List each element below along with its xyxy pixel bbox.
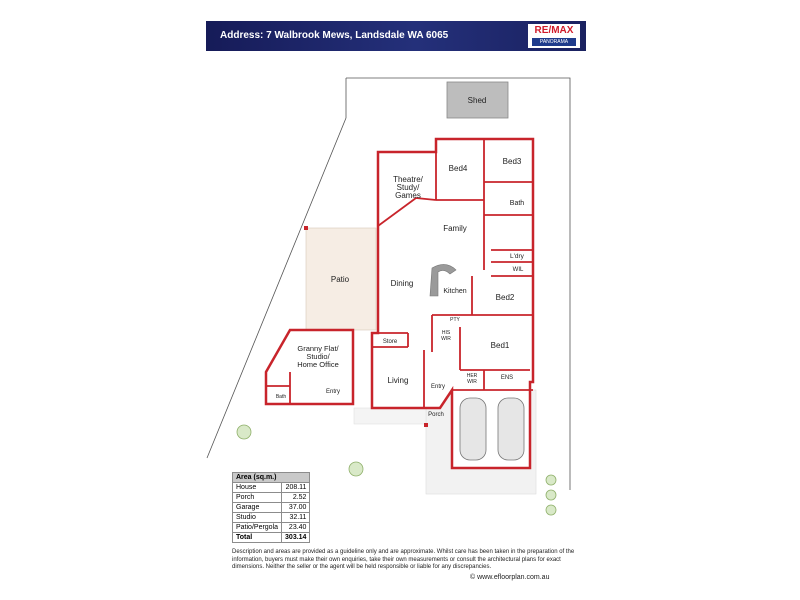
shed-room	[446, 81, 509, 119]
label-theatre-3: Games	[395, 191, 421, 200]
label-living: Living	[388, 376, 409, 385]
address-text: Address: 7 Walbrook Mews, Landsdale WA 6…	[220, 30, 449, 41]
area-name: House	[231, 482, 283, 493]
area-table-title: Area (sq.m.)	[231, 472, 311, 483]
label-theatre-1: Theatre/	[393, 175, 424, 184]
copyright-text: © www.efloorplan.com.au	[470, 574, 550, 581]
car-icons	[459, 397, 525, 461]
area-value: 37.00	[281, 502, 311, 513]
house-floor	[370, 137, 535, 470]
area-value: 32.11	[281, 512, 311, 523]
label-store: Store	[383, 339, 398, 345]
label-bed2: Bed2	[496, 293, 515, 302]
area-total-name: Total	[231, 532, 283, 543]
label-ens: ENS	[501, 375, 513, 381]
label-entry-main: Entry	[431, 384, 445, 390]
tree-icons	[236, 424, 557, 516]
kitchen-island	[429, 264, 457, 297]
label-studio-bath: Bath	[276, 394, 287, 400]
porch-post	[424, 423, 428, 427]
label-his-2: WIR	[441, 336, 451, 342]
logo-sub: PANORAMA	[532, 38, 576, 46]
label-her-1: HER	[467, 373, 478, 379]
label-dining: Dining	[391, 279, 414, 288]
area-total-value: 303.14	[281, 532, 311, 543]
label-kitchen: Kitchen	[443, 288, 466, 295]
label-entry-studio: Entry	[326, 389, 340, 395]
label-bath: Bath	[510, 200, 525, 207]
patio-area	[305, 227, 377, 331]
label-wil: WIL	[513, 267, 524, 273]
area-name: Garage	[231, 502, 283, 513]
logo-brand: RE/MAX	[534, 25, 574, 36]
label-family: Family	[443, 224, 467, 233]
front-path	[353, 407, 427, 425]
remax-logo: RE/MAX PANORAMA	[528, 24, 580, 48]
disclaimer-text: Description and areas are provided as a …	[232, 549, 575, 570]
label-her-2: WIR	[467, 379, 477, 385]
label-granny-1: Granny Flat/	[297, 344, 339, 353]
label-bed1: Bed1	[491, 341, 510, 350]
label-shed: Shed	[468, 96, 487, 105]
area-name: Studio	[231, 512, 283, 523]
label-granny-2: Studio/	[306, 352, 330, 361]
label-porch: Porch	[428, 412, 444, 418]
label-theatre-2: Study/	[397, 183, 420, 192]
label-his-1: HIS	[442, 330, 451, 336]
area-value: 2.52	[281, 492, 311, 503]
header-banner: Address: 7 Walbrook Mews, Landsdale WA 6…	[206, 21, 586, 51]
area-name: Patio/Pergola	[231, 522, 283, 533]
patio-post	[304, 226, 308, 230]
site-boundary-west	[206, 117, 347, 459]
area-value: 208.11	[281, 482, 311, 493]
area-value: 23.40	[281, 522, 311, 533]
label-ldry: L'dry	[510, 253, 525, 260]
interior-walls	[266, 139, 533, 408]
label-bed3: Bed3	[503, 157, 522, 166]
site-boundary	[346, 77, 571, 490]
label-granny-3: Home Office	[297, 360, 339, 369]
label-patio: Patio	[331, 275, 350, 284]
area-name: Porch	[231, 492, 283, 503]
label-bed4: Bed4	[449, 164, 468, 173]
label-pty: PTY	[450, 317, 460, 323]
